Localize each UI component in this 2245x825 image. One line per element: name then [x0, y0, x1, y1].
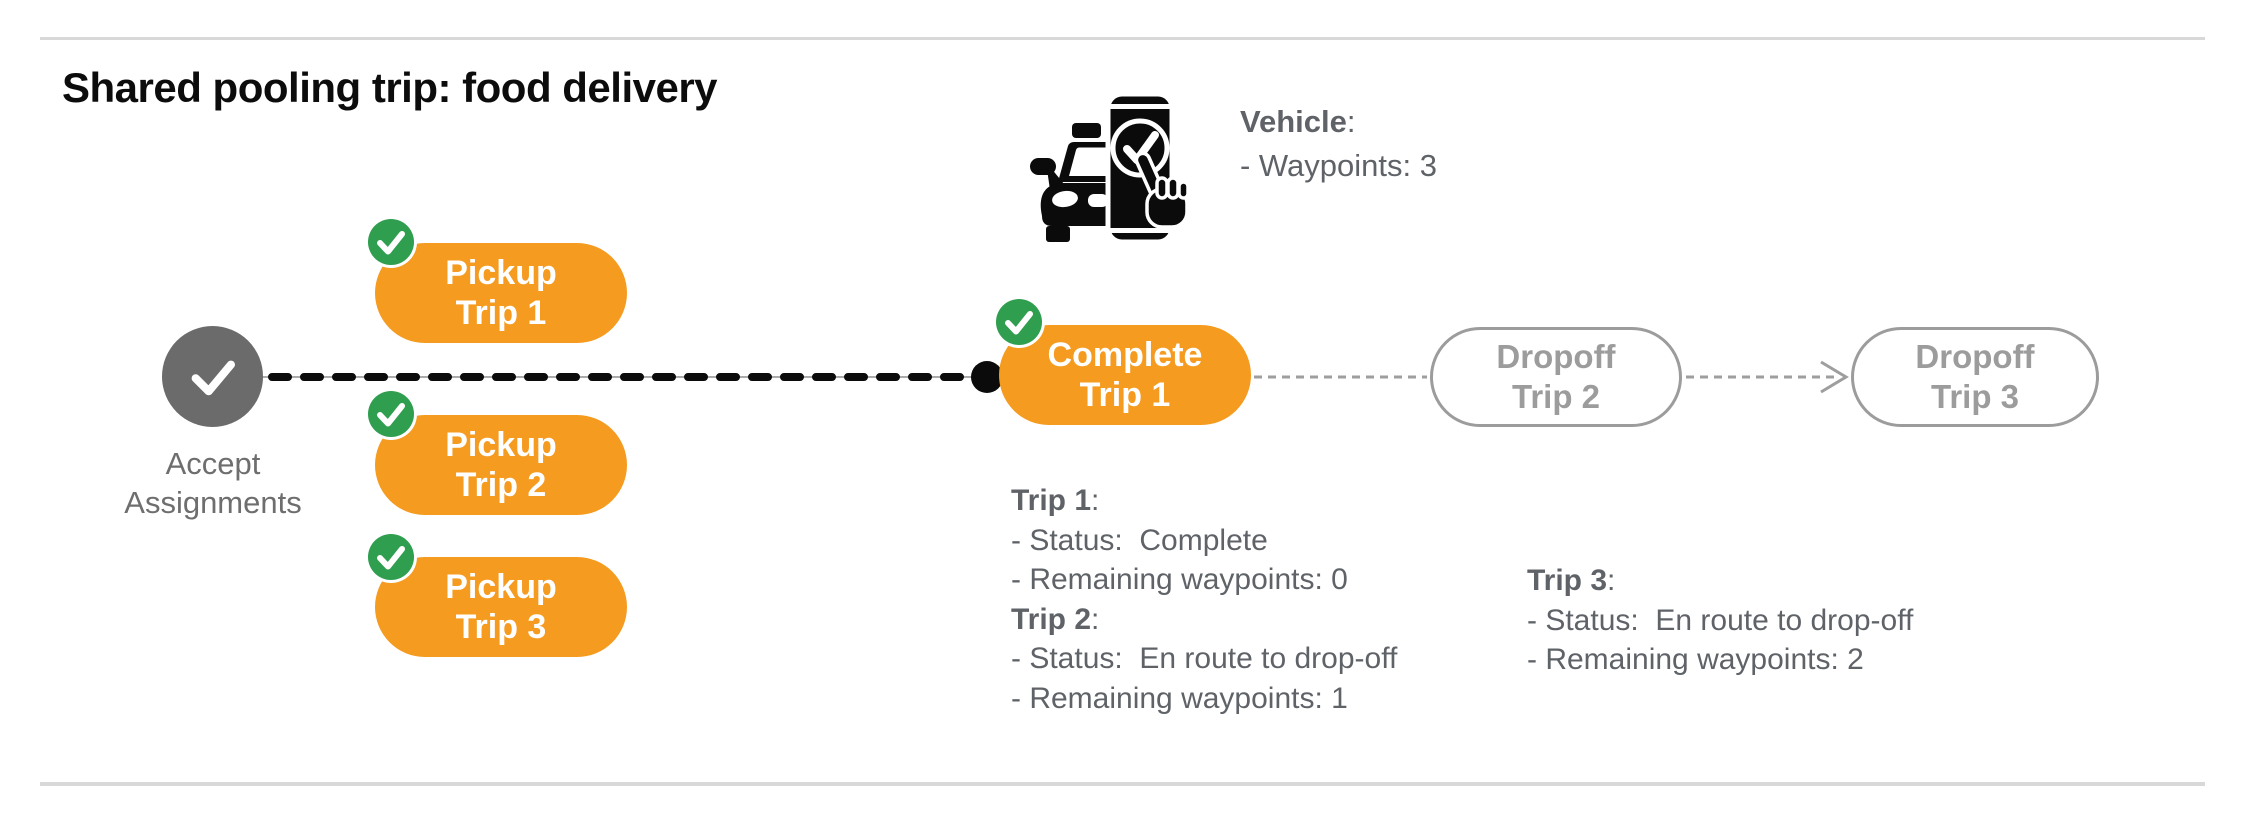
current-position-dot — [971, 361, 1003, 393]
trip-3-title: Trip 3: — [1527, 564, 1616, 597]
node-pickup-trip-1: Pickup Trip 1 — [375, 243, 627, 343]
node-pickup-trip-3: Pickup Trip 3 — [375, 557, 627, 657]
node-dropoff-trip-3: Dropoff Trip 3 — [1851, 327, 2099, 427]
trip-1-remaining-waypoints: - Remaining waypoints: 0 — [1011, 563, 1348, 596]
vehicle-waypoints: - Waypoints: 3 — [1240, 148, 1437, 183]
node-accept-assignments — [162, 326, 263, 427]
node-complete-trip-1: Complete Trip 1 — [999, 325, 1251, 425]
node-dropoff-trip-2: Dropoff Trip 2 — [1430, 327, 1682, 427]
trip-2-status: - Status: En route to drop-off — [1011, 642, 1398, 675]
top-divider — [40, 37, 2205, 40]
check-badge-icon — [996, 299, 1042, 345]
check-badge-icon — [368, 391, 414, 437]
check-icon — [191, 360, 235, 395]
arrowhead-icon — [1820, 360, 1849, 394]
trip-details-block-2: Trip 3: - Status: En route to drop-off -… — [1527, 561, 1913, 680]
node-pickup-trip-2: Pickup Trip 2 — [375, 415, 627, 515]
trip-1-status: - Status: Complete — [1011, 523, 1268, 557]
vehicle-info: Vehicle: - Waypoints: 3 — [1240, 100, 1437, 188]
trip-1-title: Trip 1: — [1011, 484, 1100, 517]
check-badge-icon — [368, 534, 414, 580]
bottom-divider — [40, 782, 2205, 786]
accept-assignments-label: Accept Assignments — [124, 446, 302, 520]
trip-2-title: Trip 2: — [1011, 602, 1100, 636]
check-badge-icon — [368, 219, 414, 265]
trip-details-block-1: Trip 1: - Status: Complete - Remaining w… — [1011, 481, 1397, 718]
trip-2-remaining-waypoints: - Remaining waypoints: 1 — [1011, 681, 1348, 715]
trip-3-status: - Status: En route to drop-off — [1527, 603, 1914, 637]
vehicle-label: Vehicle: — [1240, 104, 1356, 139]
page-title: Shared pooling trip: food delivery — [62, 64, 718, 111]
trip-3-remaining-waypoints: - Remaining waypoints: 2 — [1527, 643, 1864, 676]
car-phone-check-icon — [1030, 92, 1190, 245]
